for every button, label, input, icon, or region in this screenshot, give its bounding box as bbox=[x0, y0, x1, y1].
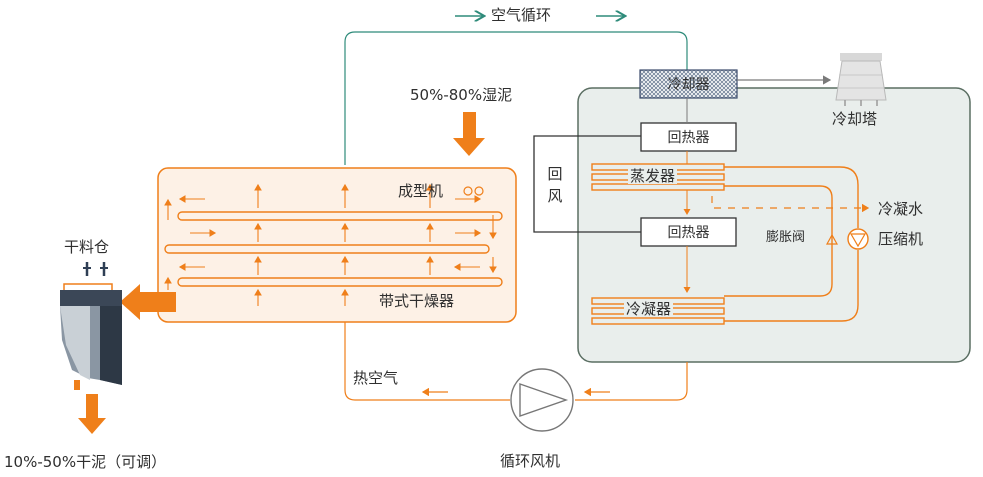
dry-bin-label: 干料仓 bbox=[64, 238, 110, 256]
cooler-box bbox=[639, 69, 738, 99]
cooling-tower-icon bbox=[835, 53, 887, 106]
reheater-top-label: 回热器 bbox=[667, 130, 710, 146]
heat-pump-panel bbox=[577, 87, 971, 363]
reheater-mid-label: 回热器 bbox=[667, 225, 710, 241]
evaporator-label: 蒸发器 bbox=[628, 167, 678, 185]
dry-sludge-label: 10%-50%干泥（可调） bbox=[4, 453, 167, 471]
return-air-loop bbox=[533, 135, 641, 233]
forming-machine-icon bbox=[463, 186, 484, 196]
air-cycle-loop bbox=[344, 16, 688, 165]
dry-sludge-arrow bbox=[78, 394, 106, 434]
expansion-valve-label: 膨胀阀 bbox=[766, 230, 806, 245]
circulation-fan-icon bbox=[510, 368, 574, 432]
reheater-mid-box bbox=[640, 217, 737, 247]
compressor-icon bbox=[847, 228, 869, 250]
discharge-arrow bbox=[120, 284, 176, 320]
hot-air-label: 热空气 bbox=[353, 369, 399, 387]
condenser-label: 冷凝器 bbox=[624, 300, 674, 318]
forming-machine-label: 成型机 bbox=[398, 182, 444, 200]
refrigerant-loop bbox=[724, 166, 859, 322]
circulation-fan-label: 循环风机 bbox=[500, 452, 561, 470]
condensate-label: 冷凝水 bbox=[878, 200, 924, 218]
air-cycle-label: 空气循环 bbox=[491, 6, 552, 24]
dryer-flow-arrows bbox=[164, 183, 497, 306]
dry-bin-icon bbox=[60, 262, 122, 390]
dryer-belts bbox=[164, 211, 503, 287]
expansion-valve-icon bbox=[825, 233, 839, 245]
hot-air-loop bbox=[344, 322, 688, 401]
compressor-label: 压缩机 bbox=[878, 230, 924, 248]
wet-sludge-arrow bbox=[453, 112, 485, 156]
condensate-line bbox=[711, 196, 870, 213]
belt-dryer-label: 带式干燥器 bbox=[379, 292, 455, 310]
return-air-label: 回风 bbox=[547, 165, 563, 205]
cooling-tower-label: 冷却塔 bbox=[832, 110, 878, 128]
reheater-top-box bbox=[640, 122, 737, 152]
cooler-label: 冷却器 bbox=[667, 77, 710, 93]
wet-sludge-label: 50%-80%湿泥 bbox=[410, 86, 513, 104]
